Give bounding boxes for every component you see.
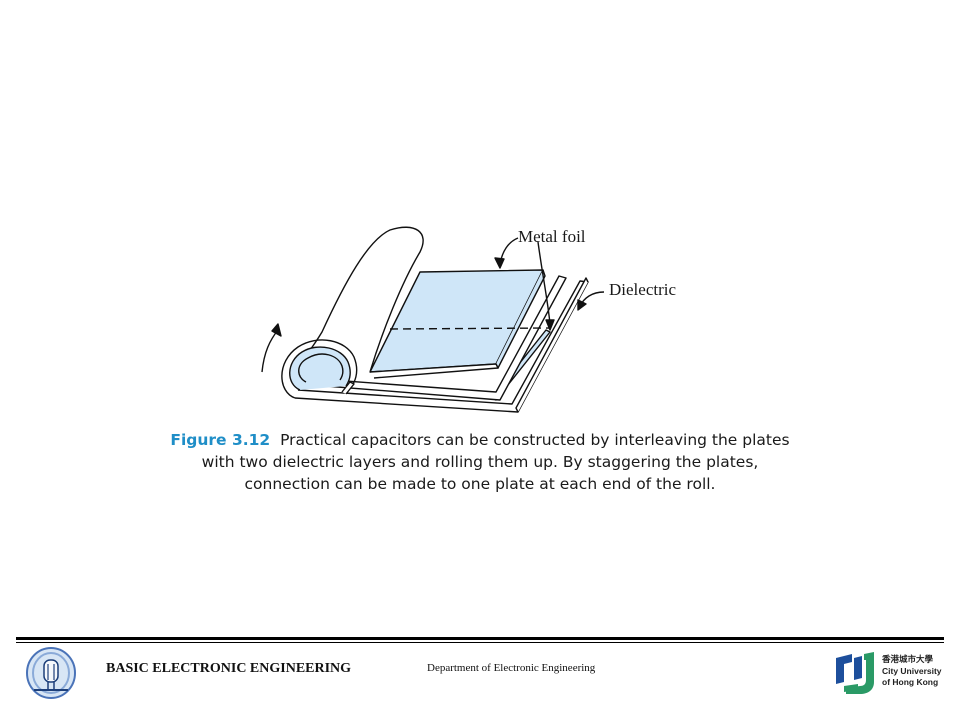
- department-logo-icon: [26, 647, 76, 699]
- caption-text-3: connection can be made to one plate at e…: [244, 475, 716, 493]
- cityu-emblem-icon: [836, 652, 874, 694]
- caption-text-2: with two dielectric layers and rolling t…: [201, 453, 759, 471]
- university-name-chinese: 香港城市大學: [882, 655, 934, 665]
- roll-coil-outer: [281, 339, 358, 399]
- university-logo: 香港城市大學 City University of Hong Kong: [832, 652, 942, 696]
- footer-divider-thick: [16, 637, 944, 640]
- course-title: BASIC ELECTRONIC ENGINEERING: [106, 661, 352, 676]
- figure-number: Figure 3.12: [170, 431, 271, 449]
- dashed-fold-line: [389, 327, 551, 330]
- caption-text-1: Practical capacitors can be constructed …: [280, 431, 790, 449]
- university-name-line-2: of Hong Kong: [882, 677, 939, 687]
- rotation-arrow: [261, 329, 279, 373]
- footer-divider-thin: [16, 642, 944, 643]
- metal-foil-label: Metal foil: [518, 227, 586, 246]
- roll-sheet: [369, 363, 499, 379]
- department-name: Department of Electronic Engineering: [427, 662, 596, 674]
- dielectric-layer-edge: [515, 277, 589, 413]
- university-name-line-1: City University: [882, 666, 942, 676]
- leader-lower-foil: [537, 241, 551, 325]
- rotation-arrow-head: [271, 323, 282, 337]
- capacitor-roll-diagram: [261, 226, 605, 413]
- figure-caption: Figure 3.12 Practical capacitors can be …: [160, 429, 800, 495]
- roll-coil-inner: [298, 353, 344, 383]
- dielectric-label: Dielectric: [609, 280, 677, 299]
- caption-line-1: Figure 3.12 Practical capacitors can be …: [160, 429, 800, 451]
- roll-cylinder: [295, 226, 424, 373]
- dielectric-layer-middle: [299, 275, 567, 401]
